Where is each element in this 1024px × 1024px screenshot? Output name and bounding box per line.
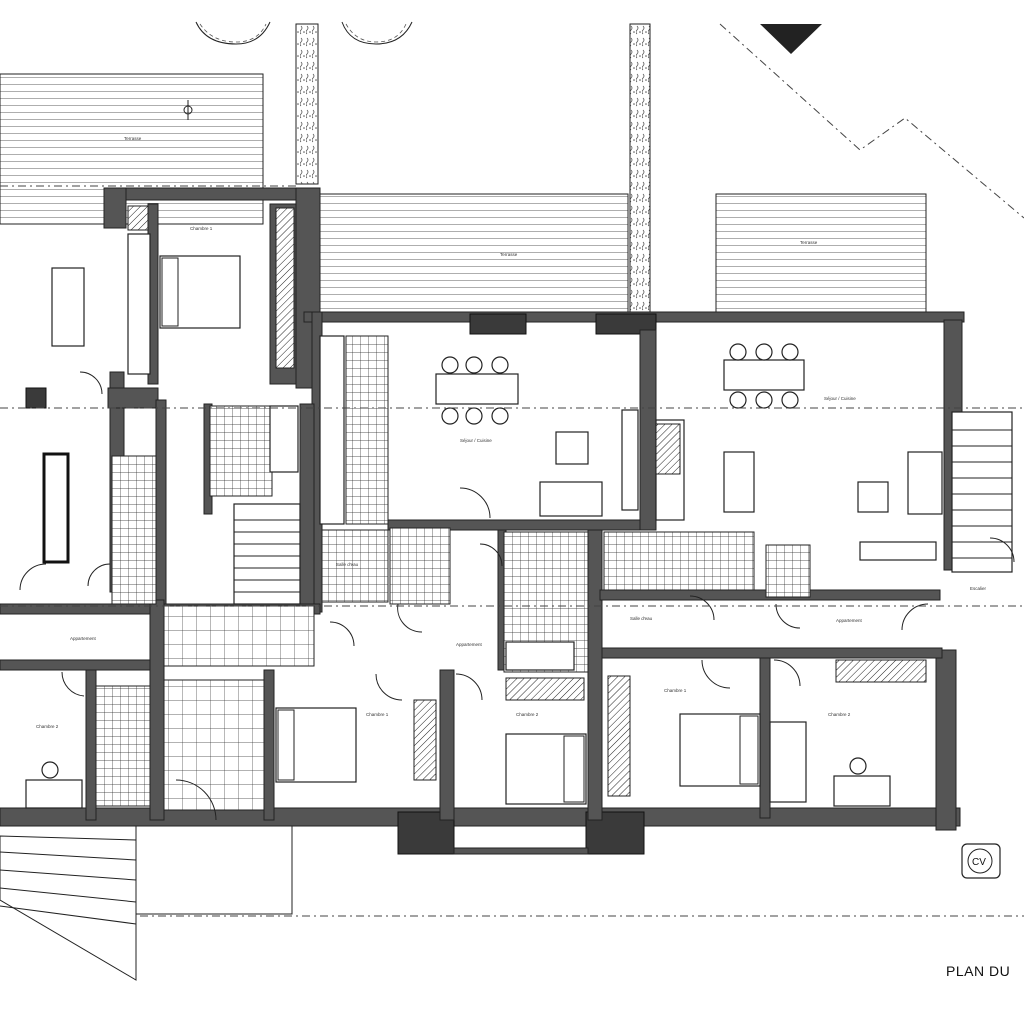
bathtub-mid — [505, 641, 575, 671]
kitchen-island-top-left — [51, 267, 85, 347]
bed-single-right — [769, 721, 807, 803]
entrance-ramp — [0, 825, 293, 981]
kitchen-counter-tiles — [345, 335, 389, 525]
desk-right — [833, 775, 891, 807]
window-hatches — [127, 205, 927, 797]
room-label-terrasse-2: Terrasse — [500, 252, 518, 257]
tv-unit-right — [859, 541, 937, 561]
tree-right — [341, 21, 413, 45]
level-marker — [183, 100, 193, 120]
bathtub-top — [269, 405, 299, 473]
room-label-chambre1-right: Chambre 1 — [664, 688, 687, 693]
room-label-chambre1-mid: Chambre 1 — [366, 712, 389, 717]
sofa-right — [907, 451, 943, 515]
room-label-terrasse-3: Terrasse — [800, 240, 818, 245]
north-badge: CV — [961, 843, 1001, 879]
sheet-title: PLAN DU — [946, 963, 1010, 979]
kitchen-island-left — [42, 452, 70, 564]
room-label-chambre2-mid: Chambre 2 — [516, 712, 539, 717]
staircase-left — [233, 503, 301, 605]
room-label-escalier: Escalier — [970, 586, 987, 591]
bed-mid — [505, 733, 587, 805]
room-label-appartement-left: Appartement — [70, 636, 97, 641]
door-swings — [19, 371, 1015, 821]
room-label-chambre1-top: Chambre 1 — [190, 226, 213, 231]
room-label-appartement-right: Appartement — [836, 618, 863, 623]
chair-right — [849, 757, 867, 775]
bed-right — [679, 713, 761, 787]
room-label-sdb-2: Salle d'eau — [630, 616, 653, 621]
chair-left — [41, 761, 59, 779]
dining-table-right — [723, 343, 805, 409]
sofa-mid — [539, 481, 603, 517]
room-label-sejour-right: Séjour / Cuisine — [824, 396, 856, 401]
dining-table-mid — [435, 356, 519, 425]
coffee-table-right — [857, 481, 889, 513]
kitchen-counter-top-left — [127, 233, 151, 375]
tree-left — [195, 21, 271, 45]
bed-top — [159, 255, 241, 329]
coffee-table-mid — [555, 431, 589, 465]
north-badge-text: CV — [972, 857, 986, 868]
terrace-top-right — [715, 193, 927, 313]
desk-left — [25, 779, 83, 809]
terrace-top-left — [0, 73, 264, 225]
kitchen-counter-mid — [319, 335, 345, 525]
bed-mid-left — [275, 707, 357, 783]
kitchen-island-right — [723, 451, 755, 513]
hedge-strip-right — [629, 23, 651, 315]
terrace-top-middle — [319, 193, 629, 313]
room-label-chambre2-right: Chambre 2 — [828, 712, 851, 717]
room-label-sejour-left: Séjour / Cuisine — [460, 438, 492, 443]
staircase-right — [951, 411, 1013, 573]
north-arrow-icon — [760, 24, 822, 54]
room-label-sdb-1: Salle d'eau — [336, 562, 359, 567]
room-label-terrasse-1: Terrasse — [124, 136, 142, 141]
hedge-strip-left — [295, 23, 319, 185]
tv-unit-mid — [621, 409, 639, 511]
property-line — [719, 23, 1024, 219]
room-label-appartement-mid: Appartement — [456, 642, 483, 647]
room-label-chambre2-left: Chambre 2 — [36, 724, 59, 729]
